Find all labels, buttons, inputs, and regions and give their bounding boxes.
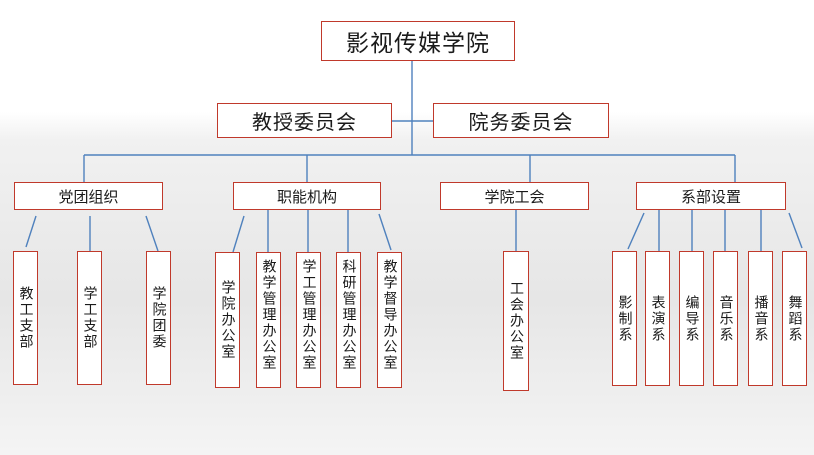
unit-node: 播音系: [748, 251, 773, 386]
unit-node: 学院团委: [146, 251, 171, 385]
committee-node-affairs: 院务委员会: [433, 103, 609, 138]
unit-node: 编导系: [679, 251, 704, 386]
unit-node: 学工支部: [77, 251, 102, 385]
connector-line: [788, 212, 803, 249]
unit-node: 影制系: [612, 251, 637, 386]
connector-line: [378, 213, 392, 251]
connector-line: [25, 215, 37, 248]
group-node-party: 党团组织: [14, 182, 163, 210]
group-node-union: 学院工会: [440, 182, 589, 210]
unit-node: 舞蹈系: [782, 251, 807, 386]
connector-line: [145, 215, 159, 252]
unit-node: 教学管理办公室: [256, 252, 281, 388]
unit-node: 科研管理办公室: [336, 252, 361, 388]
unit-node: 音乐系: [713, 251, 738, 386]
unit-node: 工会办公室: [503, 251, 529, 391]
committee-node-professors: 教授委员会: [217, 103, 392, 138]
connector-line: [627, 212, 645, 250]
connector-line: [232, 215, 245, 253]
unit-node: 教学督导办公室: [377, 252, 402, 388]
group-node-functional: 职能机构: [233, 182, 381, 210]
root-node: 影视传媒学院: [321, 21, 515, 61]
unit-node: 表演系: [645, 251, 670, 386]
unit-node: 学院办公室: [215, 252, 240, 388]
unit-node: 学工管理办公室: [296, 252, 321, 388]
group-node-departments: 系部设置: [636, 182, 786, 210]
unit-node: 教工支部: [13, 251, 38, 385]
